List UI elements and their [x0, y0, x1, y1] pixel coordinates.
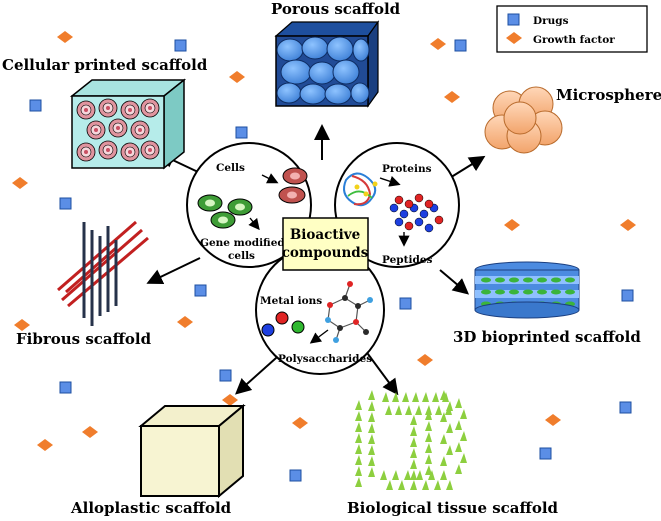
proteins-label: Proteins: [382, 163, 432, 175]
growth-factor-marker: [229, 71, 245, 83]
cellular-printed-scaffold-label: Cellular printed scaffold: [2, 56, 208, 74]
polysaccharides-label: Polysaccharides: [278, 353, 372, 365]
microspheres-label: Microspheres: [556, 86, 661, 104]
drug-marker: [539, 447, 552, 460]
drug-marker: [235, 126, 248, 139]
growth-factor-marker: [620, 219, 636, 231]
growth-factor-marker: [222, 394, 238, 406]
biological-tissue-icon: [355, 390, 467, 490]
growth-factor-marker: [177, 316, 193, 328]
alloplastic-scaffold-label: Alloplastic scaffold: [70, 499, 232, 517]
alloplastic-cube-icon: [138, 403, 246, 499]
legend: Drugs Growth factor: [496, 5, 648, 53]
bioactive-compounds-box: [282, 217, 369, 271]
growth-factor-marker: [545, 414, 561, 426]
cellular-printed-scaffold-icon: [69, 78, 187, 170]
gene-modified-label-line1: Gene modified: [200, 237, 285, 249]
fibrous-scaffold-icon: [57, 220, 149, 326]
gene-modified-label-line2: cells: [228, 250, 255, 262]
peptides-label: Peptides: [382, 254, 432, 266]
proteins-illustration: [343, 172, 444, 247]
metal-ions-illustration: [261, 281, 373, 344]
growth-factor-marker: [430, 38, 446, 50]
growth-factor-marker: [12, 177, 28, 189]
drugs-legend-label: Drugs: [533, 15, 569, 27]
fibrous-scaffold-label: Fibrous scaffold: [16, 330, 152, 348]
drug-marker: [619, 401, 632, 414]
drug-marker: [194, 284, 207, 297]
drug-marker: [621, 289, 634, 302]
growth-factor-marker: [37, 439, 53, 451]
drug-marker: [174, 39, 187, 52]
growth-factor-marker: [57, 31, 73, 43]
microspheres-icon: [484, 86, 563, 154]
growth-factor-marker: [14, 319, 30, 331]
bioprinted-scaffold-label: 3D bioprinted scaffold: [453, 328, 641, 346]
drug-marker: [399, 297, 412, 310]
cells-label: Cells: [216, 162, 245, 174]
cells-illustration: [197, 167, 308, 231]
metal-ions-label: Metal ions: [260, 295, 322, 307]
center-label-line1: Bioactive: [290, 227, 360, 243]
drug-marker: [289, 469, 302, 482]
drug-marker: [59, 381, 72, 394]
drug-marker: [454, 39, 467, 52]
growth-factor-legend-icon: [506, 32, 522, 44]
drug-marker: [59, 197, 72, 210]
growth-factor-marker: [504, 219, 520, 231]
growth-factor-marker: [292, 417, 308, 429]
bioprinted-scaffold-icon: [474, 261, 580, 319]
porous-scaffold-label: Porous scaffold: [271, 0, 401, 18]
drug-marker: [29, 99, 42, 112]
growth-factor-marker: [444, 91, 460, 103]
porous-scaffold-icon: [274, 20, 380, 108]
biological-tissue-scaffold-label: Biological tissue scaffold: [347, 499, 559, 517]
drug-marker: [219, 369, 232, 382]
center-label-line2: compounds: [282, 245, 369, 261]
growth-factor-marker: [417, 354, 433, 366]
growth-factor-marker: [82, 426, 98, 438]
drug-legend-icon: [507, 13, 520, 26]
growth-factor-legend-label: Growth factor: [533, 34, 615, 46]
scattered-particles: [12, 31, 636, 482]
